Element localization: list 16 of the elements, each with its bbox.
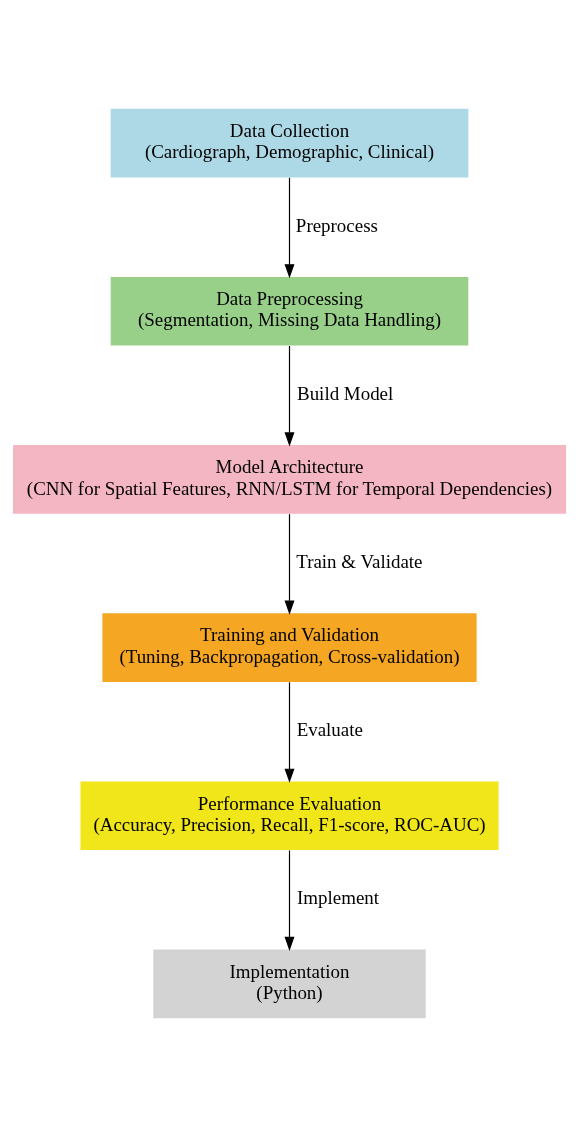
- node-box: Performance Evaluation (Accuracy, Precision, Recall, F1-score, ROC-AUC): [80, 781, 499, 851]
- edge-label: Preprocess: [295, 214, 378, 236]
- node-box: Data Collection (Cardiograph, Demographic, Clinical): [110, 108, 469, 178]
- arrow: [284, 681, 295, 783]
- arrow: [284, 345, 295, 447]
- edge-label: Build Model: [297, 382, 394, 404]
- edge-label: Implement: [297, 887, 380, 909]
- edge-label: Train & Validate: [296, 551, 423, 572]
- node-box: Implementation (Python): [153, 949, 426, 1019]
- arrow: [284, 177, 295, 279]
- arrow: [284, 513, 295, 615]
- arrow: [284, 849, 295, 951]
- node-box: Model Architecture (CNN for Spatial Features, RNN/LSTM for Temporal Dependencies): [12, 445, 567, 514]
- edge-label: Evaluate: [296, 719, 363, 741]
- node-box: Data Preprocessing (Segmentation, Missing Data Handling): [110, 276, 469, 346]
- node-box: Training and Validation (Tuning, Backpropagation, Cross-validation): [102, 613, 477, 682]
